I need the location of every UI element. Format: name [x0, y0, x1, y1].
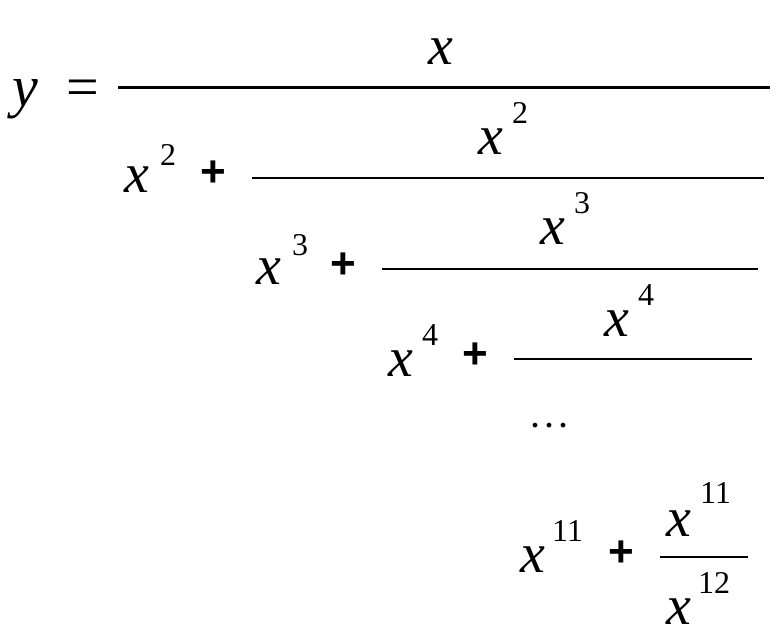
level2-plus: + [330, 239, 356, 288]
lhs-variable: y [12, 54, 38, 119]
level1-denominator-exponent: 2 [160, 136, 176, 172]
level3-numerator-base: x [604, 287, 629, 349]
level3-numerator-exponent: 4 [638, 276, 654, 312]
level1-numerator-exponent: 2 [512, 94, 528, 130]
level1-denominator-base: x [124, 143, 149, 205]
level2-denominator-base: x [256, 235, 281, 297]
last-denominator-base: x [520, 523, 545, 585]
level2-fraction-bar [382, 268, 758, 270]
level1-fraction-bar [252, 177, 764, 179]
last-fraction-denominator-base: x [666, 575, 691, 637]
level1-plus: + [200, 147, 226, 196]
last-denominator-exponent: 11 [552, 512, 583, 548]
level2-numerator-base: x [540, 195, 565, 257]
last-fraction-denominator-exponent: 12 [698, 564, 730, 600]
level3-denominator-base: x [388, 327, 413, 389]
top-numerator: x [428, 15, 453, 77]
ellipsis: ... [530, 391, 572, 436]
last-fraction-bar [660, 556, 748, 558]
level3-fraction-bar [514, 358, 752, 360]
level3-denominator-exponent: 4 [422, 316, 438, 352]
level2-numerator-exponent: 3 [574, 184, 590, 220]
level1-numerator-base: x [478, 105, 503, 167]
last-plus: + [608, 527, 634, 576]
last-numerator-base: x [666, 487, 691, 549]
level2-denominator-exponent: 3 [292, 226, 308, 262]
last-numerator-exponent: 11 [700, 474, 731, 510]
level3-plus: + [462, 329, 488, 378]
equals-sign: = [66, 54, 99, 119]
main-fraction-bar [118, 86, 770, 89]
